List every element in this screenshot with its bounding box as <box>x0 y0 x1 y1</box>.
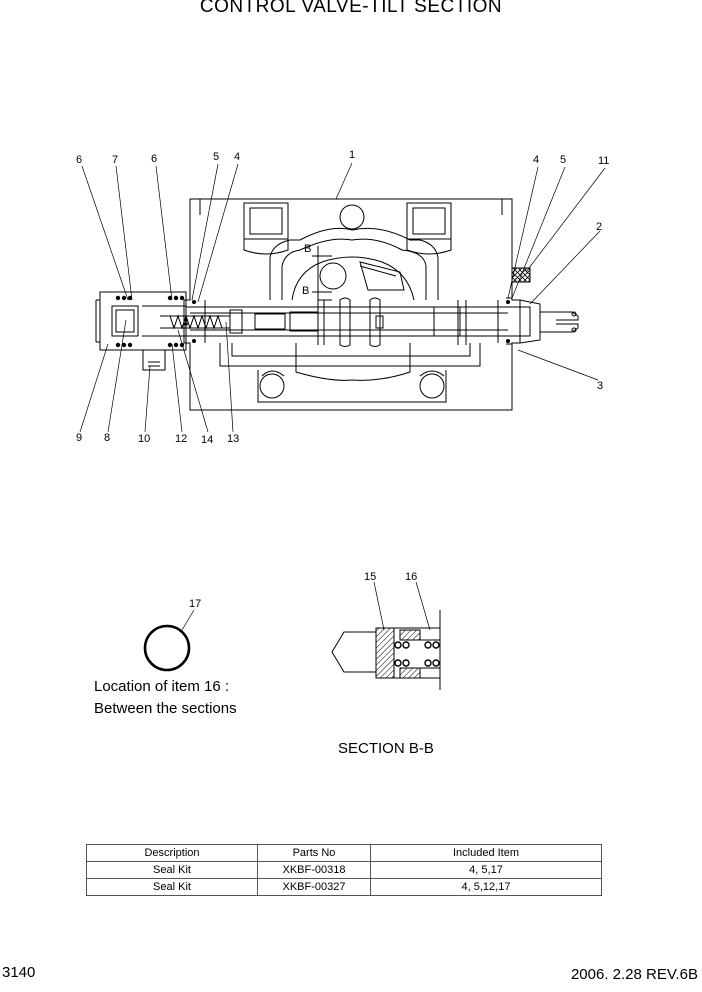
valve-body <box>183 198 521 411</box>
row-2-parts-no: XKBF-00327 <box>257 878 371 896</box>
callout-3: 3 <box>597 380 603 392</box>
note-line-2: Between the sections <box>94 700 237 717</box>
header-parts-no: Parts No <box>257 844 371 862</box>
table-header-row: Description Parts No Included Item <box>86 844 602 862</box>
table-row: Seal Kit XKBF-00318 4, 5,17 <box>86 861 602 879</box>
spool <box>185 297 531 347</box>
section-label: SECTION B-B <box>338 740 434 757</box>
revision-date: 2006. 2.28 REV.6B <box>570 966 698 983</box>
callout-4-right: 4 <box>533 154 539 166</box>
section-seals <box>394 641 440 667</box>
section-marker-upper: B <box>304 243 311 255</box>
callout-6-left: 6 <box>76 154 82 166</box>
section-cut-line <box>312 246 332 301</box>
callout-9: 9 <box>76 432 82 444</box>
callout-12: 12 <box>175 433 187 445</box>
spring-cap <box>95 291 230 371</box>
header-description: Description <box>86 844 258 862</box>
row-1-parts-no: XKBF-00318 <box>257 861 371 879</box>
seals <box>115 295 510 348</box>
callout-14: 14 <box>201 434 213 446</box>
callout-8: 8 <box>104 432 110 444</box>
page-title: CONTROL VALVE-TILT SECTION <box>199 0 503 17</box>
callout-7: 7 <box>112 154 118 166</box>
callout-1: 1 <box>349 149 355 161</box>
table-row: Seal Kit XKBF-00327 4, 5,12,17 <box>86 878 602 896</box>
o-ring <box>143 624 191 672</box>
row-2-description: Seal Kit <box>86 878 258 896</box>
callout-16: 16 <box>405 571 417 583</box>
parts-table: Description Parts No Included Item Seal … <box>86 844 602 896</box>
row-1-included-item: 4, 5,17 <box>370 861 602 879</box>
header-included-item: Included Item <box>370 844 602 862</box>
section-b-b-detail <box>331 610 441 690</box>
callout-15: 15 <box>364 571 376 583</box>
callout-4-left: 4 <box>234 151 240 163</box>
page-number: 3140 <box>2 964 36 981</box>
note-line-1: Location of item 16 : <box>94 678 230 695</box>
leader-lines <box>79 162 606 631</box>
callout-11: 11 <box>598 155 609 167</box>
callout-17: 17 <box>189 598 201 610</box>
callout-10: 10 <box>138 433 150 445</box>
callout-2: 2 <box>596 221 602 233</box>
row-1-description: Seal Kit <box>86 861 258 879</box>
callout-6-center: 6 <box>151 153 157 165</box>
callout-13: 13 <box>227 433 239 445</box>
section-marker-lower: B <box>302 285 309 297</box>
row-2-included-item: 4, 5,12,17 <box>370 878 602 896</box>
spool-end <box>506 267 579 345</box>
callout-5-left: 5 <box>213 151 219 163</box>
callout-5-right: 5 <box>560 154 566 166</box>
